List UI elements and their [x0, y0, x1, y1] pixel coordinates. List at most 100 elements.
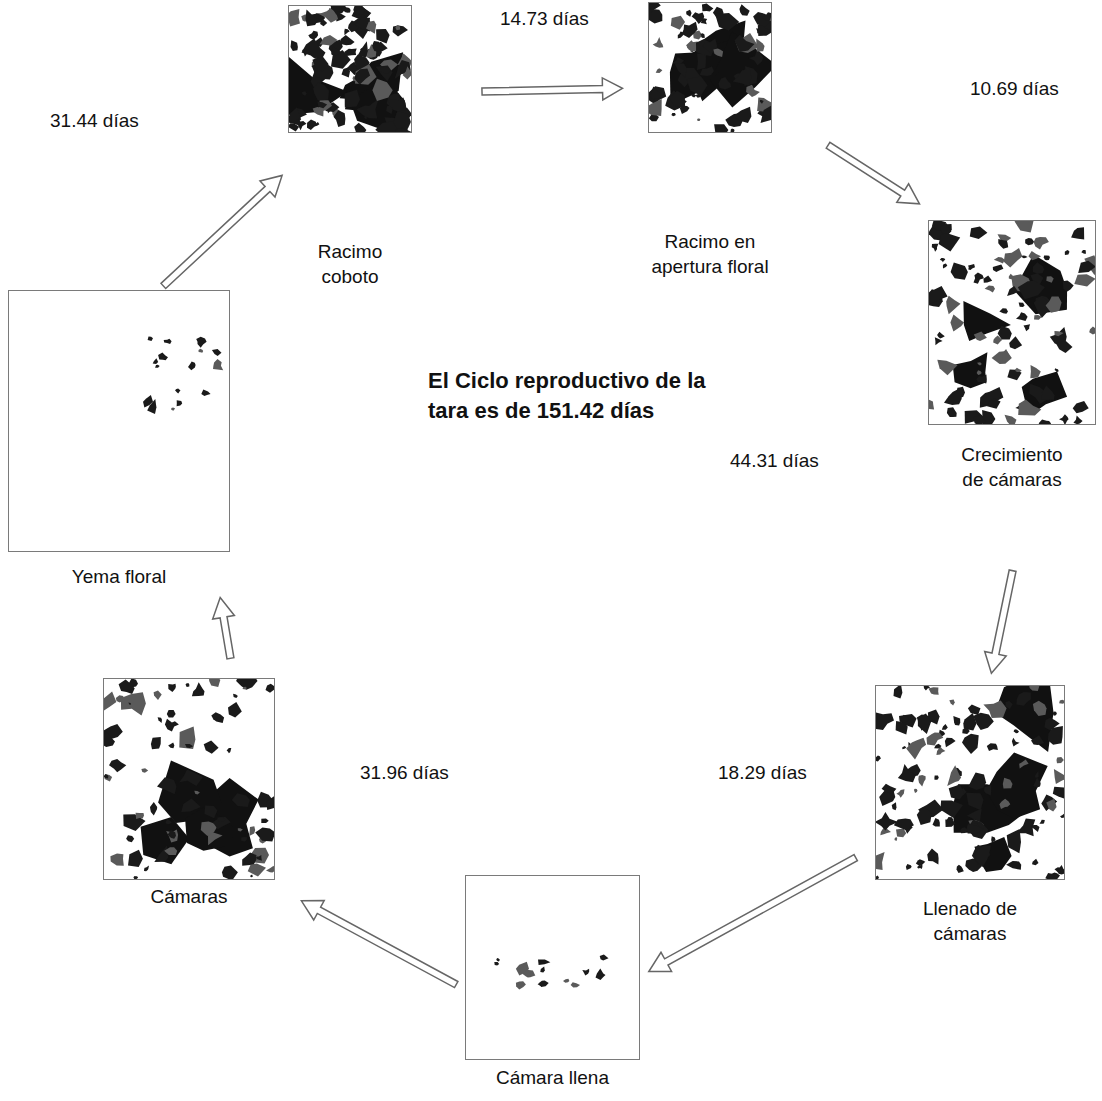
photo-speck [746, 85, 760, 97]
photo-speck [882, 784, 897, 794]
photo-speck [167, 710, 176, 718]
photo-speck [1089, 327, 1095, 335]
photo-speck [109, 759, 126, 772]
photo-speck [1059, 700, 1064, 704]
photo-speck [396, 128, 412, 132]
photo-speck [1014, 729, 1019, 733]
photo-speck [267, 794, 275, 810]
photo-speck [331, 6, 342, 12]
stage-photo-box: Yema floral [8, 290, 230, 590]
photo-illustration [929, 221, 1095, 424]
hollow-arrow [213, 598, 235, 659]
photo-speck [357, 99, 379, 119]
photo-speck [104, 774, 108, 779]
photo-speck [104, 731, 115, 747]
photo-speck [378, 67, 390, 74]
photo-speck [151, 737, 161, 749]
photo-speck [175, 388, 181, 393]
duration-label: 10.69 días [970, 78, 1059, 100]
photo-speck [977, 362, 982, 365]
photo-speck [876, 756, 881, 762]
photo-speck [1033, 701, 1047, 716]
photo-speck [354, 123, 366, 132]
photo-speck [731, 129, 735, 132]
photo-speck [669, 91, 685, 108]
photo-speck [671, 113, 675, 116]
stage-label: Racimo en apertura floral [643, 230, 778, 279]
photo-speck [204, 741, 219, 754]
photo-speck [1034, 237, 1049, 249]
photo-speck [892, 802, 897, 810]
photo-speck [320, 20, 327, 27]
photo-speck [1042, 386, 1055, 401]
photo-speck [209, 679, 220, 687]
photo-speck [898, 764, 916, 782]
photo-speck [165, 719, 179, 732]
photo-speck [876, 876, 879, 880]
photo-speck [991, 836, 995, 842]
photo-speck [894, 819, 914, 830]
photo-speck [1016, 312, 1028, 321]
photo-speck [715, 13, 739, 31]
photo-speck [344, 29, 350, 35]
photo-speck [1006, 701, 1013, 709]
photo-speck [1034, 315, 1042, 320]
photo-speck [241, 837, 247, 841]
photo-speck [393, 26, 408, 37]
photo-speck [227, 748, 232, 753]
photo-speck [1065, 250, 1070, 255]
photo-speck [133, 876, 138, 879]
duration-holder: 18.29 días [718, 762, 807, 784]
photo-speck [916, 859, 925, 866]
photo-speck [1030, 365, 1041, 378]
duration-holder: 31.44 días [50, 110, 139, 132]
photo-speck [236, 679, 257, 690]
photo-speck [653, 37, 664, 48]
photo-speck [358, 41, 368, 57]
photo-frame [8, 290, 230, 552]
photo-speck [121, 692, 146, 715]
stage-photo-box: Cámaras [103, 678, 275, 910]
stage-label: Cámaras [103, 885, 275, 910]
photo-speck [144, 866, 149, 872]
photo-speck [974, 272, 984, 283]
photo-speck [944, 386, 963, 405]
photo-speck [949, 784, 965, 799]
photo-speck [1018, 400, 1041, 416]
photo-speck [1022, 256, 1028, 259]
stage-photo-box: Llenado de cámaras [875, 685, 1065, 946]
duration-label: 14.73 días [500, 8, 589, 30]
photo-speck [696, 93, 702, 98]
photo-speck [354, 69, 370, 85]
photo-speck [166, 830, 178, 843]
photo-speck [735, 35, 755, 52]
photo-speck [154, 690, 162, 700]
photo-speck [143, 395, 153, 408]
photo-speck [1055, 368, 1059, 372]
photo-speck [538, 960, 550, 965]
photo-speck [201, 389, 210, 396]
hollow-arrow [161, 175, 282, 288]
photo-speck [942, 724, 948, 730]
photo-speck [136, 813, 144, 819]
photo-speck [168, 830, 176, 839]
photo-speck [934, 744, 941, 749]
photo-speck [918, 775, 925, 787]
photo-speck [918, 714, 931, 735]
duration-label: 18.29 días [718, 762, 807, 784]
photo-speck [691, 94, 697, 98]
photo-speck [949, 700, 955, 706]
stage-label: Cámara llena [465, 1066, 640, 1091]
photo-speck [157, 777, 177, 794]
photo-speck [900, 715, 909, 723]
photo-illustration [104, 679, 274, 879]
photo-speck [150, 802, 157, 815]
photo-speck [896, 721, 908, 734]
photo-speck [516, 981, 526, 989]
title-holder: El Ciclo reproductivo de la tara es de 1… [428, 366, 746, 425]
photo-speck [345, 90, 360, 108]
photo-speck [932, 244, 939, 252]
photo-speck [902, 746, 906, 749]
photo-speck [171, 408, 175, 411]
photo-speck [760, 100, 764, 104]
